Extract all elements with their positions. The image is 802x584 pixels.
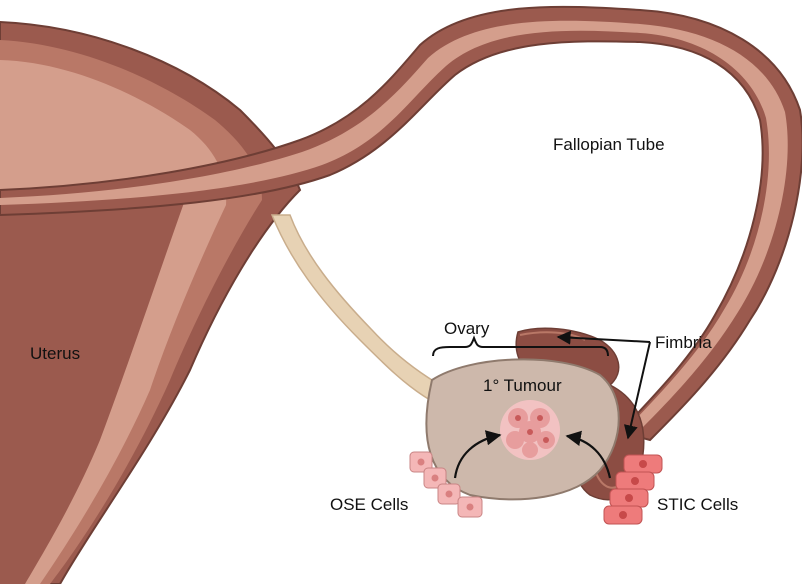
primary-tumour xyxy=(500,400,560,460)
uterus xyxy=(0,22,300,584)
fallopian-tube-label: Fallopian Tube xyxy=(553,136,665,153)
ose-cells-label: OSE Cells xyxy=(330,496,408,513)
fimbria-label: Fimbria xyxy=(655,334,712,351)
ovarian-ligament xyxy=(272,215,440,400)
ovary-label: Ovary xyxy=(444,320,489,337)
uterus-label: Uterus xyxy=(30,345,80,362)
primary-tumour-label: 1° Tumour xyxy=(483,377,562,394)
stic-cells-label: STIC Cells xyxy=(657,496,738,513)
